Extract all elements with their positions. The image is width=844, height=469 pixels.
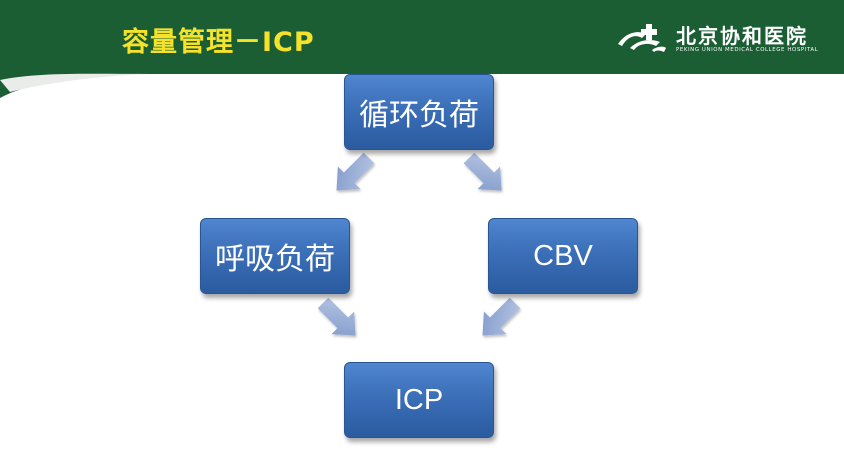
hospital-name-chinese: 北京协和医院 [676,24,808,48]
hospital-logo-icon [618,24,666,52]
node-respiratory-load-label: 呼吸负荷 [215,242,335,277]
slide-title: 容量管理－ICP [122,27,315,58]
node-icp: ICP [344,362,494,438]
node-circulatory-load-label: 循环负荷 [359,98,479,133]
header-curve [0,58,844,98]
arrow-right-to-bottom [482,297,521,336]
node-cbv-label: CBV [533,239,593,272]
node-icp-label: ICP [394,383,444,416]
arrow-top-to-right [463,152,502,191]
hospital-name-english: PEKING UNION MEDICAL COLLEGE HOSPITAL [676,47,819,53]
arrow-top-to-left [336,152,375,191]
hospital-logo: 北京协和医院 PEKING UNION MEDICAL COLLEGE HOSP… [616,20,826,60]
node-respiratory-load: 呼吸负荷 [200,218,350,294]
node-cbv: CBV [488,218,638,294]
arrow-left-to-bottom [317,297,356,336]
node-circulatory-load: 循环负荷 [344,74,494,150]
